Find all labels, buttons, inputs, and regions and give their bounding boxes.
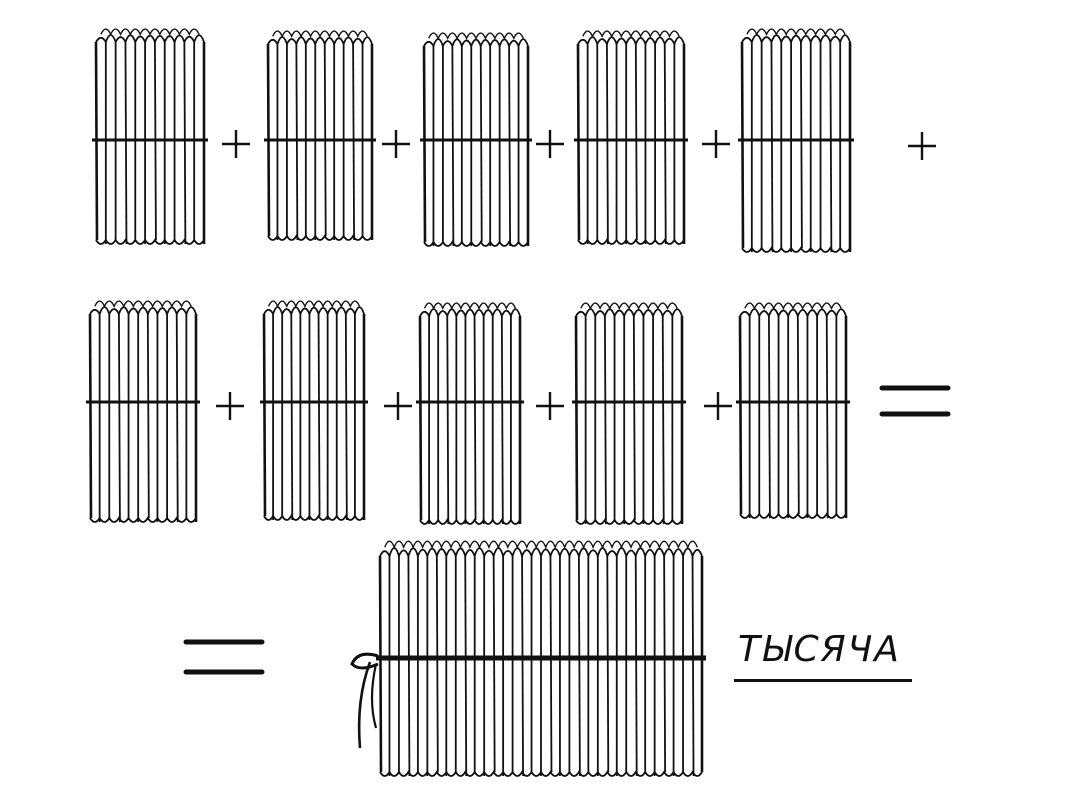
thousand-label: ТЫСЯЧА xyxy=(738,629,901,670)
plus-sign xyxy=(908,132,936,160)
small-bundle xyxy=(572,302,686,525)
plus-sign xyxy=(382,130,410,158)
bundles-layer xyxy=(86,28,854,525)
small-bundle xyxy=(738,28,854,253)
equals-sign xyxy=(183,639,265,675)
operators-layer xyxy=(183,130,951,675)
small-bundle xyxy=(736,302,850,519)
thousand-label-underline xyxy=(734,679,912,682)
small-bundle xyxy=(416,302,524,525)
plus-sign xyxy=(216,392,244,420)
plus-sign xyxy=(536,392,564,420)
plus-sign xyxy=(704,392,732,420)
equals-sign xyxy=(879,385,951,417)
plus-sign xyxy=(536,130,564,158)
plus-sign xyxy=(702,130,730,158)
small-bundle xyxy=(92,28,208,245)
bundle-knot xyxy=(350,652,379,749)
small-bundle xyxy=(260,300,368,521)
plus-sign xyxy=(222,130,250,158)
thousand-bundle xyxy=(350,540,706,777)
small-bundle xyxy=(420,32,532,247)
small-bundle xyxy=(264,30,376,241)
small-bundle xyxy=(86,300,200,523)
small-bundle xyxy=(574,30,688,245)
plus-sign xyxy=(384,392,412,420)
